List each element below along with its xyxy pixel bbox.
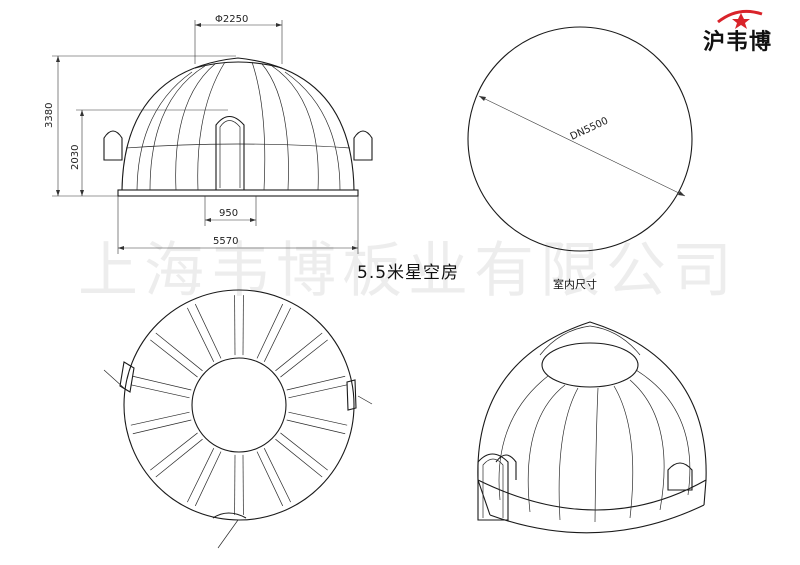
plan-rib-line [288, 411, 348, 426]
plan-rib-line [150, 339, 198, 378]
plan-rib-line [286, 375, 346, 391]
plan-rib-line [132, 375, 192, 391]
door-height-label: 2030 [70, 145, 81, 170]
plan-rib-line [130, 384, 190, 399]
plan-rib-line [155, 332, 203, 372]
product-title: 5.5米星空房 [357, 263, 460, 283]
interior-plan-circle: DN5500 [467, 26, 693, 252]
plan-rib-line [280, 339, 328, 378]
plan-rib-line [187, 307, 215, 362]
plan-rib-line [155, 438, 203, 478]
interior-diameter-label: DN5500 [569, 116, 610, 143]
top-plan-view [103, 289, 373, 549]
plan-rib-line [256, 303, 284, 359]
front-elevation: Φ2250 3380 2030 950 [44, 14, 373, 254]
plan-rib-line [275, 332, 323, 372]
plan-rib-line [194, 451, 222, 507]
door-width-label: 950 [219, 208, 238, 219]
plan-rib-line [194, 303, 222, 359]
plan-rib-line [130, 411, 190, 426]
logo-mark [717, 9, 763, 29]
isometric-view [477, 321, 707, 534]
plan-rib-line [263, 307, 291, 362]
brand-logo-text: 沪韦博 [703, 30, 773, 55]
plan-rib-line [150, 432, 198, 471]
top-diameter-label: Φ2250 [215, 14, 248, 25]
company-watermark: 上海韦博板业有限公司 [78, 236, 738, 306]
plan-rib-line [256, 451, 284, 507]
plan-rib-line [275, 438, 323, 478]
plan-rib-line [187, 448, 215, 503]
plan-rib-line [132, 419, 192, 435]
plan-rib-line [280, 432, 328, 471]
plan-rib-line [286, 419, 346, 435]
plan-rib-line [288, 384, 348, 399]
total-height-label: 3380 [44, 103, 55, 128]
base-width-label: 5570 [213, 236, 238, 247]
interior-dimension-label: 室内尺寸 [553, 278, 597, 291]
plan-rib-line [263, 448, 291, 503]
